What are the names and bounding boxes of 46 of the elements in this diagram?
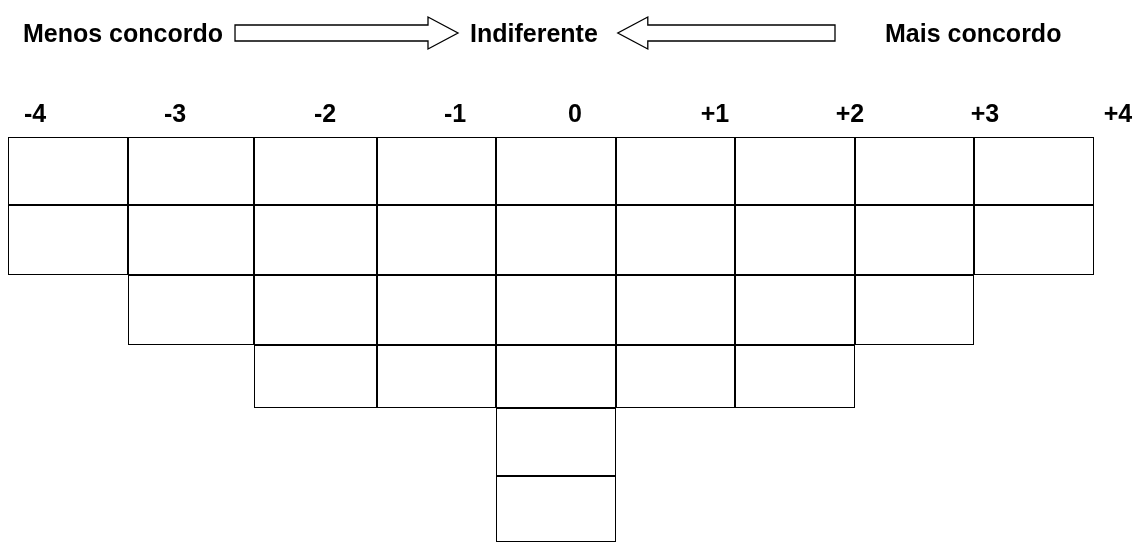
scale-value: -1 <box>442 98 468 128</box>
grid-cell <box>855 137 974 205</box>
block-arrow <box>616 15 836 51</box>
grid-cell <box>735 137 855 205</box>
grid-cell <box>496 476 616 542</box>
grid-cell <box>616 275 735 345</box>
grid-cell <box>496 275 616 345</box>
grid-cell <box>496 345 616 408</box>
scale-heading: Mais concordo <box>885 18 1062 48</box>
grid-cell <box>496 205 616 275</box>
scale-value: -2 <box>312 98 338 128</box>
block-arrow <box>234 15 460 51</box>
grid-cell <box>377 205 496 275</box>
scale-value: +3 <box>969 98 1001 128</box>
grid-cell <box>128 137 254 205</box>
grid-cell <box>616 205 735 275</box>
scale-heading: Indiferente <box>470 18 598 48</box>
grid-cell <box>8 205 128 275</box>
scale-heading: Menos concordo <box>23 18 223 48</box>
scale-value: +4 <box>1102 98 1134 128</box>
scale-value: -3 <box>162 98 188 128</box>
grid-cell <box>496 408 616 476</box>
grid-cell <box>254 275 377 345</box>
grid-cell <box>735 205 855 275</box>
grid-cell <box>8 137 128 205</box>
scale-value: +1 <box>699 98 731 128</box>
grid-cell <box>974 137 1094 205</box>
scale-value: -4 <box>22 98 48 128</box>
grid-cell <box>974 205 1094 275</box>
grid-cell <box>616 345 735 408</box>
grid-cell <box>855 205 974 275</box>
grid-cell <box>616 137 735 205</box>
grid-cell <box>377 345 496 408</box>
grid-cell <box>855 275 974 345</box>
grid-cell <box>735 275 855 345</box>
scale-value: +2 <box>834 98 866 128</box>
grid-cell <box>128 205 254 275</box>
scale-value: 0 <box>567 98 583 128</box>
grid-cell <box>128 275 254 345</box>
grid-cell <box>254 345 377 408</box>
grid-cell <box>254 205 377 275</box>
grid-cell <box>377 137 496 205</box>
grid-cell <box>496 137 616 205</box>
grid-cell <box>735 345 855 408</box>
grid-cell <box>377 275 496 345</box>
grid-cell <box>254 137 377 205</box>
